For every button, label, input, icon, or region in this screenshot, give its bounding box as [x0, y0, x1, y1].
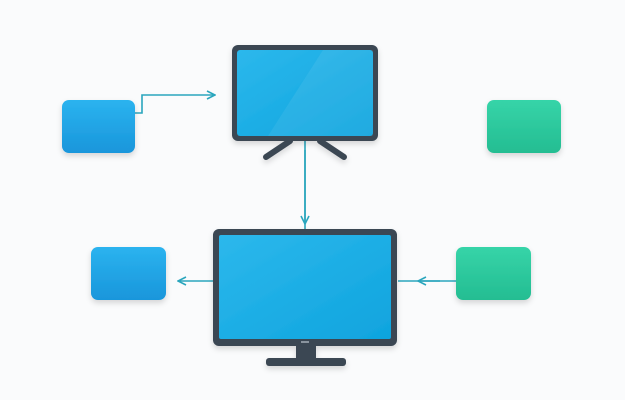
- monitor-top-leg-right: [317, 138, 347, 160]
- monitor-bottom-neck: [296, 344, 316, 359]
- monitor-bottom-logo: [301, 341, 309, 343]
- monitor-top-leg-left: [263, 138, 293, 160]
- block-top-left[interactable]: [62, 100, 135, 153]
- block-bottom-right[interactable]: [456, 247, 531, 300]
- monitor-top[interactable]: [232, 45, 378, 160]
- block-top-right[interactable]: [487, 100, 561, 153]
- monitor-bottom-screen: [219, 235, 391, 339]
- connectors: [135, 95, 456, 281]
- monitor-bottom[interactable]: [213, 229, 397, 366]
- block-bottom-left[interactable]: [91, 247, 166, 300]
- monitor-bottom-base: [266, 358, 346, 366]
- connector-topleft-to-top-monitor: [135, 95, 215, 114]
- monitor-top-glare: [268, 50, 373, 136]
